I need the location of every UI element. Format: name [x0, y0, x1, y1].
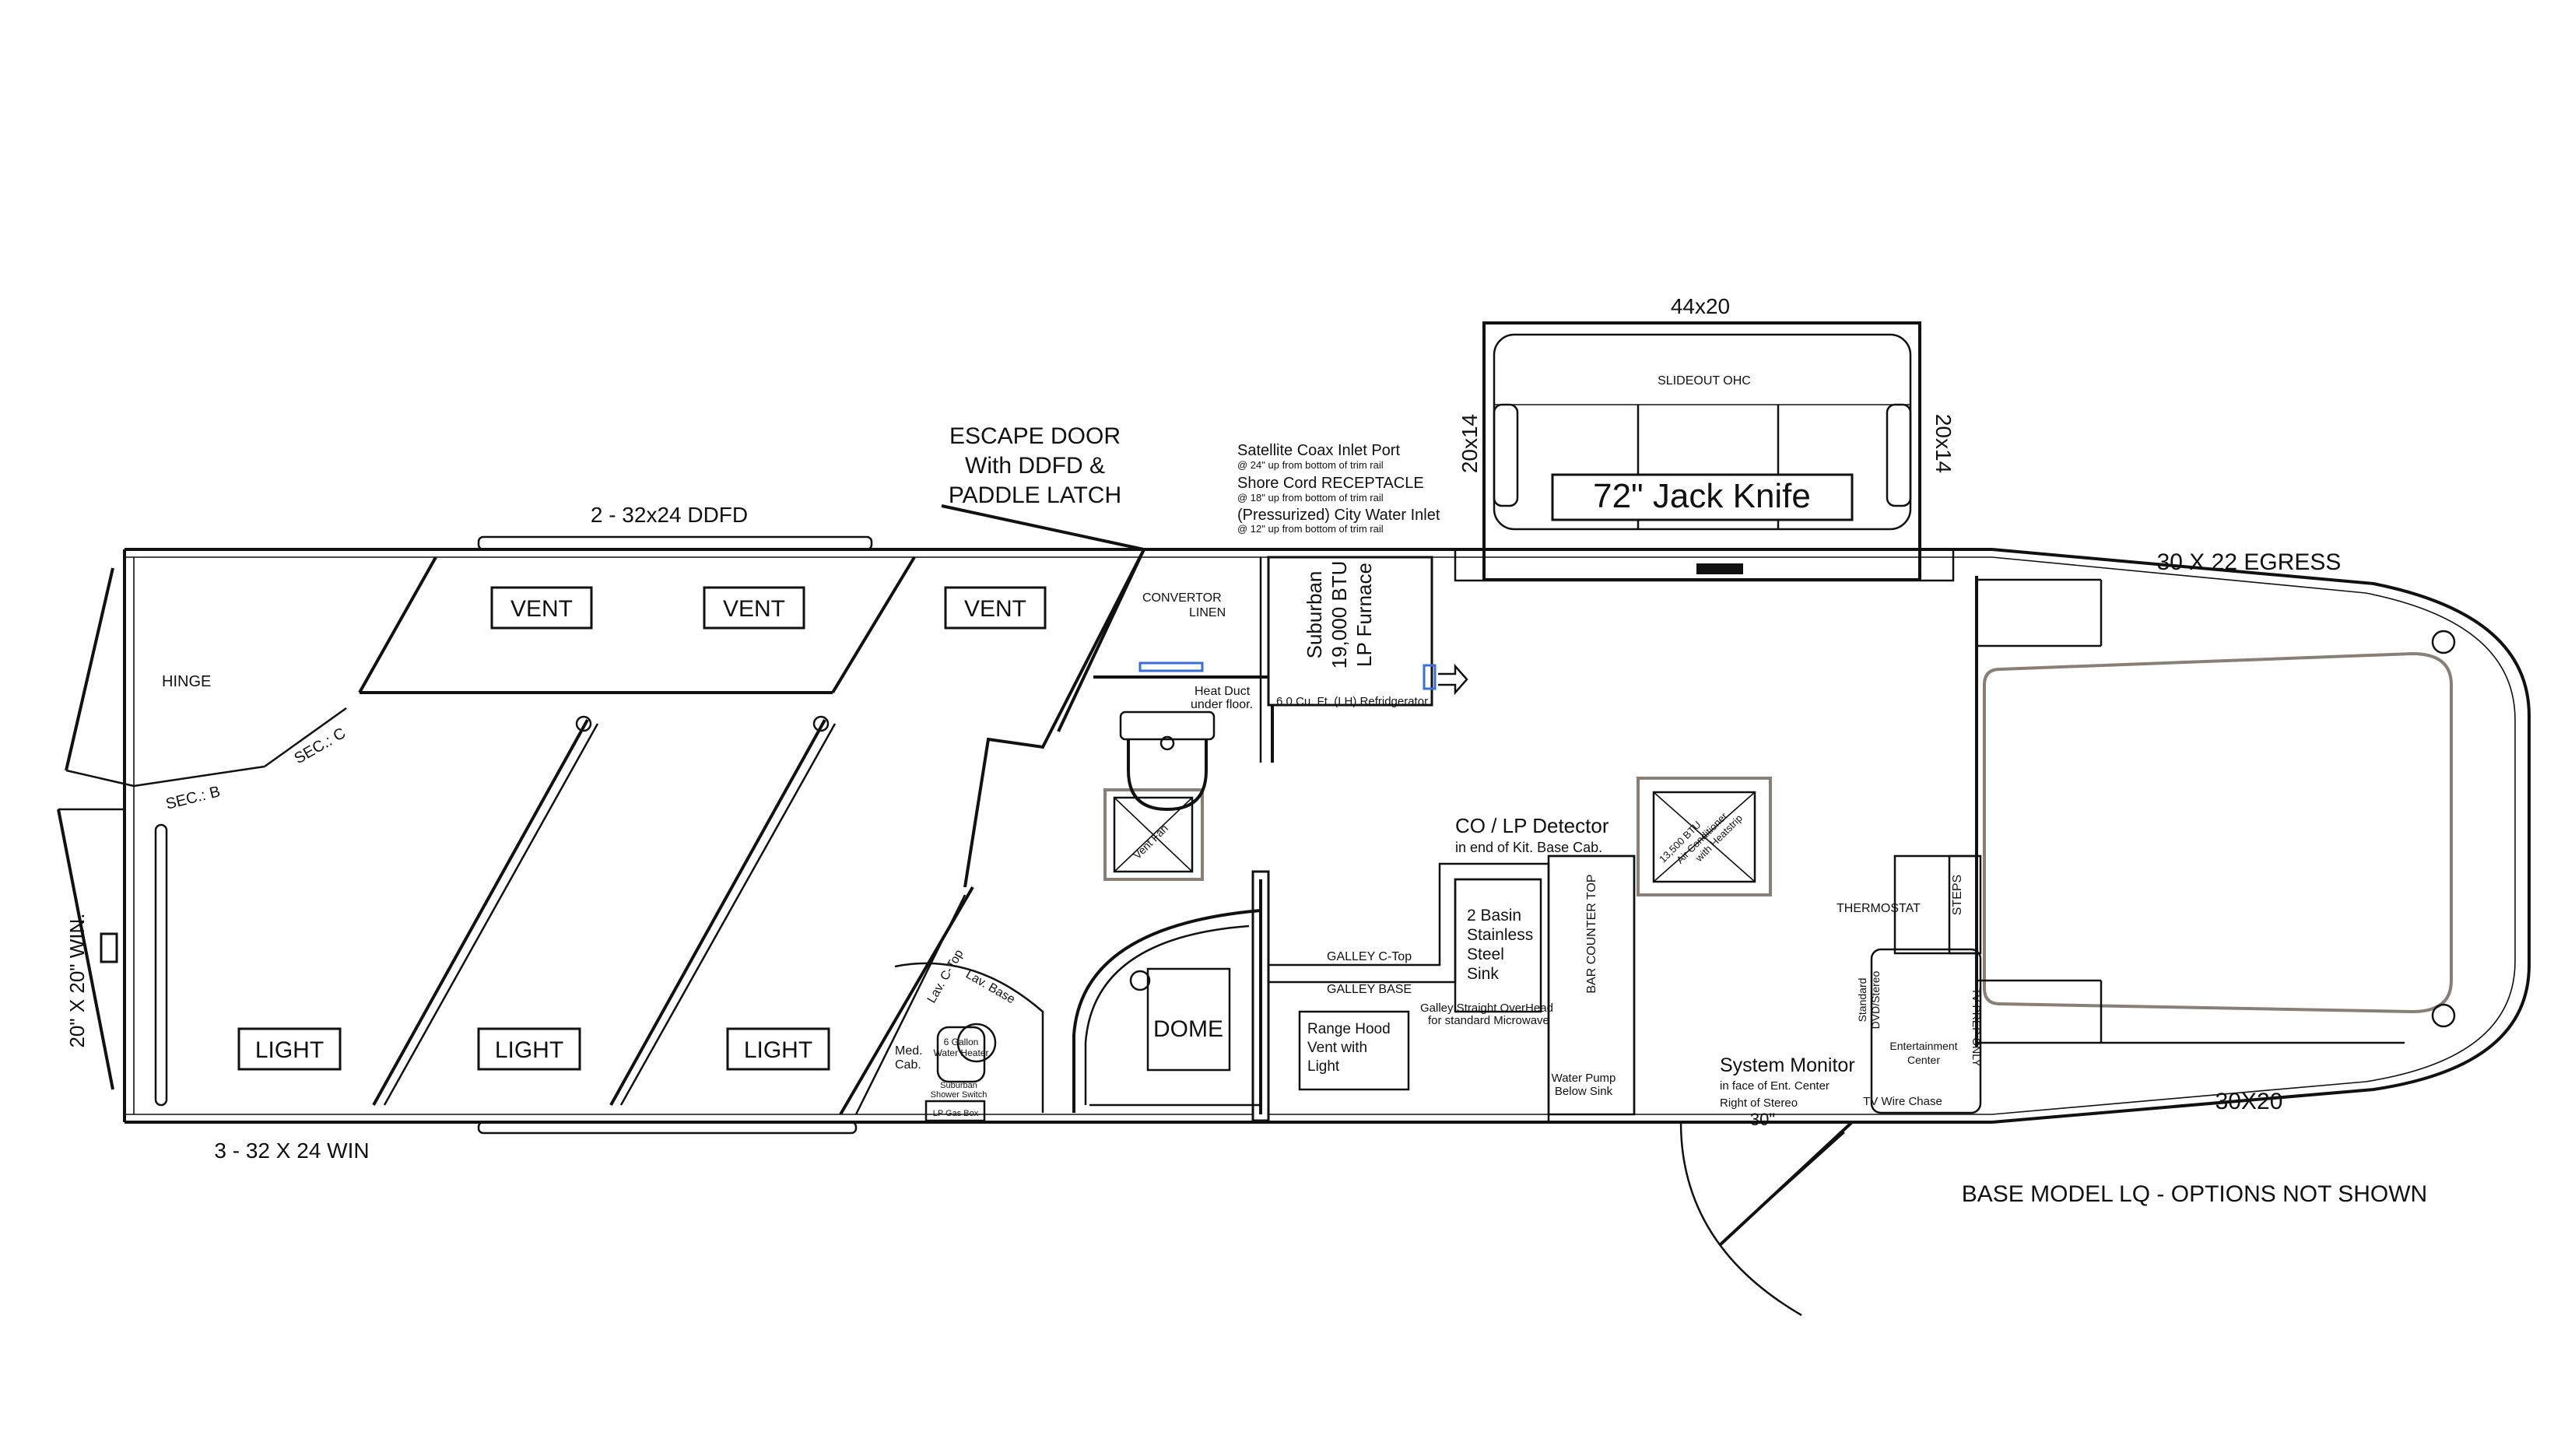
steps-label: STEPS: [1951, 875, 1964, 915]
galley-ctop-label: GALLEY C-Top: [1327, 950, 1412, 963]
tv-prep-label: TV PREP ONLY: [1970, 988, 1983, 1067]
co-lp-detector-label: CO / LP Detector: [1455, 814, 1609, 837]
light-label-1: LIGHT: [255, 1037, 324, 1063]
ddfd-label: 2 - 32x24 DDFD: [591, 503, 748, 527]
tv-wire-chase-label: TV Wire Chase: [1863, 1095, 1942, 1108]
water-inlet-label: (Pressurized) City Water Inlet: [1237, 507, 1440, 524]
sink-label-2: Stainless: [1467, 926, 1533, 944]
furnace-label-2: 19,000 BTU: [1328, 561, 1351, 669]
escape-door-label-1: ESCAPE DOOR: [949, 423, 1121, 449]
range-hood-label-3: Light: [1307, 1058, 1340, 1075]
med-cab-label-1: Med.: [895, 1044, 923, 1058]
water-pump-label-1: Water Pump: [1552, 1072, 1616, 1085]
escape-door-label-2: With DDFD &: [965, 453, 1105, 479]
vent-fan: [1103, 788, 1204, 881]
escape-door-label-3: PADDLE LATCH: [949, 482, 1121, 508]
galley-overhead-label-1: Galley Straight OverHead: [1420, 1002, 1553, 1015]
trailer-outline: [123, 548, 2531, 1124]
toilet: [924, 661, 1468, 1122]
labels: 44x20 SLIDEOUT OHC 20x14 20x14 72" Jack …: [65, 294, 2427, 1207]
galley-base-label: GALLEY BASE: [1327, 983, 1412, 996]
satellite-note: @ 24" up from bottom of trim rail: [1237, 459, 1384, 471]
system-monitor-note-1: in face of Ent. Center: [1720, 1079, 1830, 1093]
ent-center-label-2: Center: [1907, 1054, 1940, 1066]
base-model-note: BASE MODEL LQ - OPTIONS NOT SHOWN: [1962, 1181, 2427, 1207]
furnace-label-1: Suburban: [1303, 571, 1326, 659]
dvd-stereo-label-2: DVD/Stereo: [1869, 970, 1882, 1029]
refrigerator-label: 6.0 Cu. Ft. (LH) Refridgerator: [1276, 695, 1428, 708]
lq-interior: [894, 556, 1636, 1122]
system-monitor-label: System Monitor: [1720, 1054, 1855, 1076]
window-32x24-label: 3 - 32 X 24 WIN: [214, 1138, 369, 1163]
range-hood-label-1: Range Hood: [1307, 1021, 1391, 1037]
window-20x20-label: 20" X 20" WIN.: [65, 913, 89, 1047]
linen-label: LINEN: [1189, 606, 1226, 619]
water-heater-label-1: 6 Gallon: [944, 1037, 979, 1047]
sink-label-4: Sink: [1467, 965, 1499, 983]
stall-dividers: [133, 556, 916, 1107]
ddfd-window-frame: [477, 535, 873, 551]
vent-label-1: VENT: [510, 596, 573, 622]
roof-ac: [1637, 777, 1772, 896]
shower-switch-label-1: Suburban: [940, 1081, 977, 1090]
entry-door: [1679, 1121, 1854, 1317]
hinge-label: HINGE: [162, 673, 211, 690]
dim-20x14-right-label: 20x14: [1931, 414, 1956, 473]
shore-cord-note: @ 18" up from bottom of trim rail: [1237, 492, 1384, 503]
sec-c-label: SEC.: C: [292, 724, 349, 767]
ent-center-label-1: Entertainment: [1889, 1040, 1957, 1052]
gooseneck-bed: [1975, 576, 2456, 1047]
shore-cord-label: Shore Cord RECEPTACLE: [1237, 475, 1424, 492]
stall-front-wall: [839, 504, 1146, 1116]
win-frame-bottom: [477, 1121, 858, 1135]
satellite-label: Satellite Coax Inlet Port: [1237, 442, 1400, 459]
light-label-2: LIGHT: [495, 1037, 563, 1063]
sec-b-label: SEC.: B: [164, 783, 222, 813]
dvd-stereo-label-1: Standard: [1856, 978, 1868, 1023]
slideout: [1454, 321, 1955, 582]
thermostat-label: THERMOSTAT: [1837, 902, 1921, 915]
vent-label-3: VENT: [964, 596, 1026, 622]
dome-label: DOME: [1153, 1016, 1223, 1042]
bar-counter-label: BAR COUNTER TOP: [1585, 874, 1598, 993]
sink-label-3: Steel: [1467, 946, 1504, 963]
heat-duct-label-2: under floor.: [1191, 698, 1253, 711]
lp-gas-box-label: LP Gas Box: [933, 1109, 979, 1118]
egress-label: 30 X 22 EGRESS: [2157, 549, 2342, 575]
entertainment-center: [1870, 854, 1982, 1114]
slideout-ohc-label: SLIDEOUT OHC: [1658, 374, 1751, 388]
range-hood-label-2: Vent with: [1307, 1040, 1367, 1056]
dim-20x14-left-label: 20x14: [1458, 414, 1482, 473]
water-pump-label-2: Below Sink: [1555, 1085, 1613, 1098]
jack-knife-label: 72" Jack Knife: [1593, 477, 1811, 515]
convertor-label: CONVERTOR: [1142, 591, 1222, 605]
dim-44x20-label: 44x20: [1671, 294, 1730, 318]
vent-fan-label: Vent Fan: [1131, 822, 1170, 861]
dim-30-label: 30": [1750, 1110, 1775, 1129]
shower-switch-label-2: Shower Switch: [931, 1090, 988, 1100]
co-lp-detector-note: in end of Kit. Base Cab.: [1455, 840, 1602, 855]
water-heater-label-2: Water Heater: [934, 1047, 989, 1058]
dim-30x20-label: 30X20: [2215, 1089, 2283, 1114]
light-label-3: LIGHT: [744, 1037, 812, 1063]
system-monitor-note-2: Right of Stereo: [1720, 1096, 1798, 1110]
water-inlet-note: @ 12" up from bottom of trim rail: [1237, 523, 1384, 535]
furnace-label-3: LP Furnace: [1352, 563, 1376, 667]
rear-doors: [57, 567, 135, 1090]
sink-label-1: 2 Basin: [1467, 907, 1521, 924]
heat-duct-label-1: Heat Duct: [1195, 685, 1251, 698]
vent-label-2: VENT: [723, 596, 785, 622]
med-cab-label-2: Cab.: [895, 1058, 921, 1072]
galley-overhead-label-2: for standard Microwave: [1428, 1014, 1549, 1027]
